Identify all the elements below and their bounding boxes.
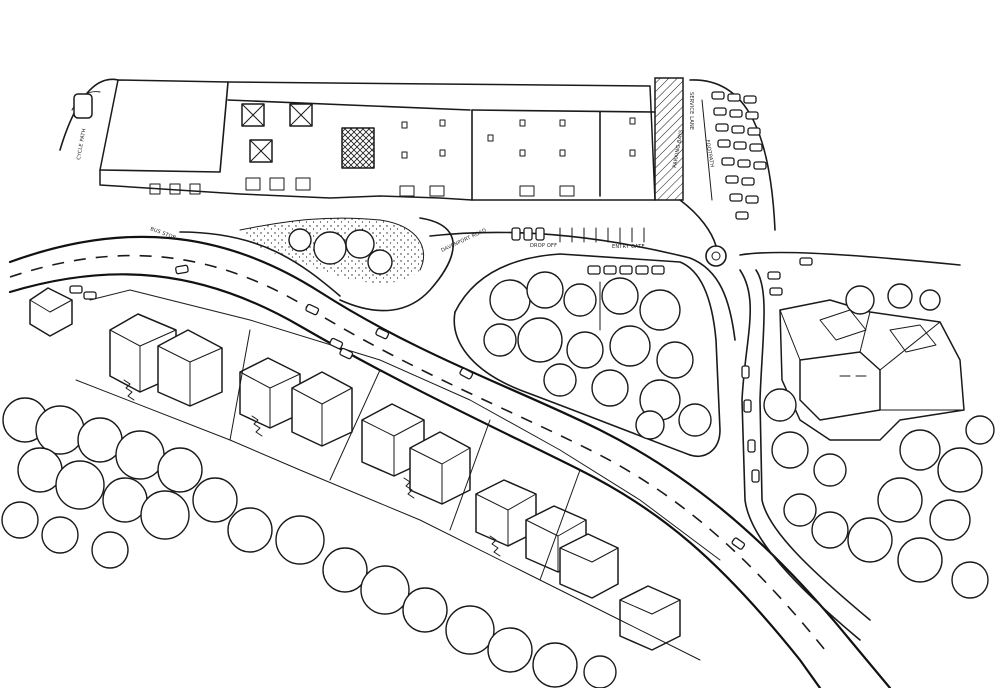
- woodland-right: [783, 283, 995, 599]
- warehouse-building: [99, 77, 684, 201]
- front-parking: [511, 227, 665, 275]
- housing-row: [75, 289, 721, 661]
- access-road: [179, 217, 736, 457]
- label-entry-gate: ENTRY GATE: [612, 244, 645, 250]
- car-park: [689, 79, 776, 231]
- landscape-area: [239, 217, 425, 284]
- label-footpath: FOOTPATH: [704, 139, 715, 168]
- hill-top-left: [59, 78, 119, 151]
- label-service-lane: SERVICE LANE: [688, 92, 694, 130]
- courtyard-building: [763, 299, 965, 487]
- roundabout: [679, 199, 961, 641]
- label-street-top: DAVENPORT ROAD: [440, 228, 487, 254]
- main-road: [8, 235, 892, 688]
- woodland-bottom-left: [1, 397, 617, 688]
- label-bus-stop: BUS STOP: [149, 226, 176, 241]
- road-cars: [175, 257, 813, 550]
- corner-house: [29, 285, 97, 337]
- central-park: [483, 271, 712, 440]
- label-cycle-path: CYCLE PATH: [76, 128, 87, 160]
- label-drop-off: DROP OFF: [530, 243, 557, 249]
